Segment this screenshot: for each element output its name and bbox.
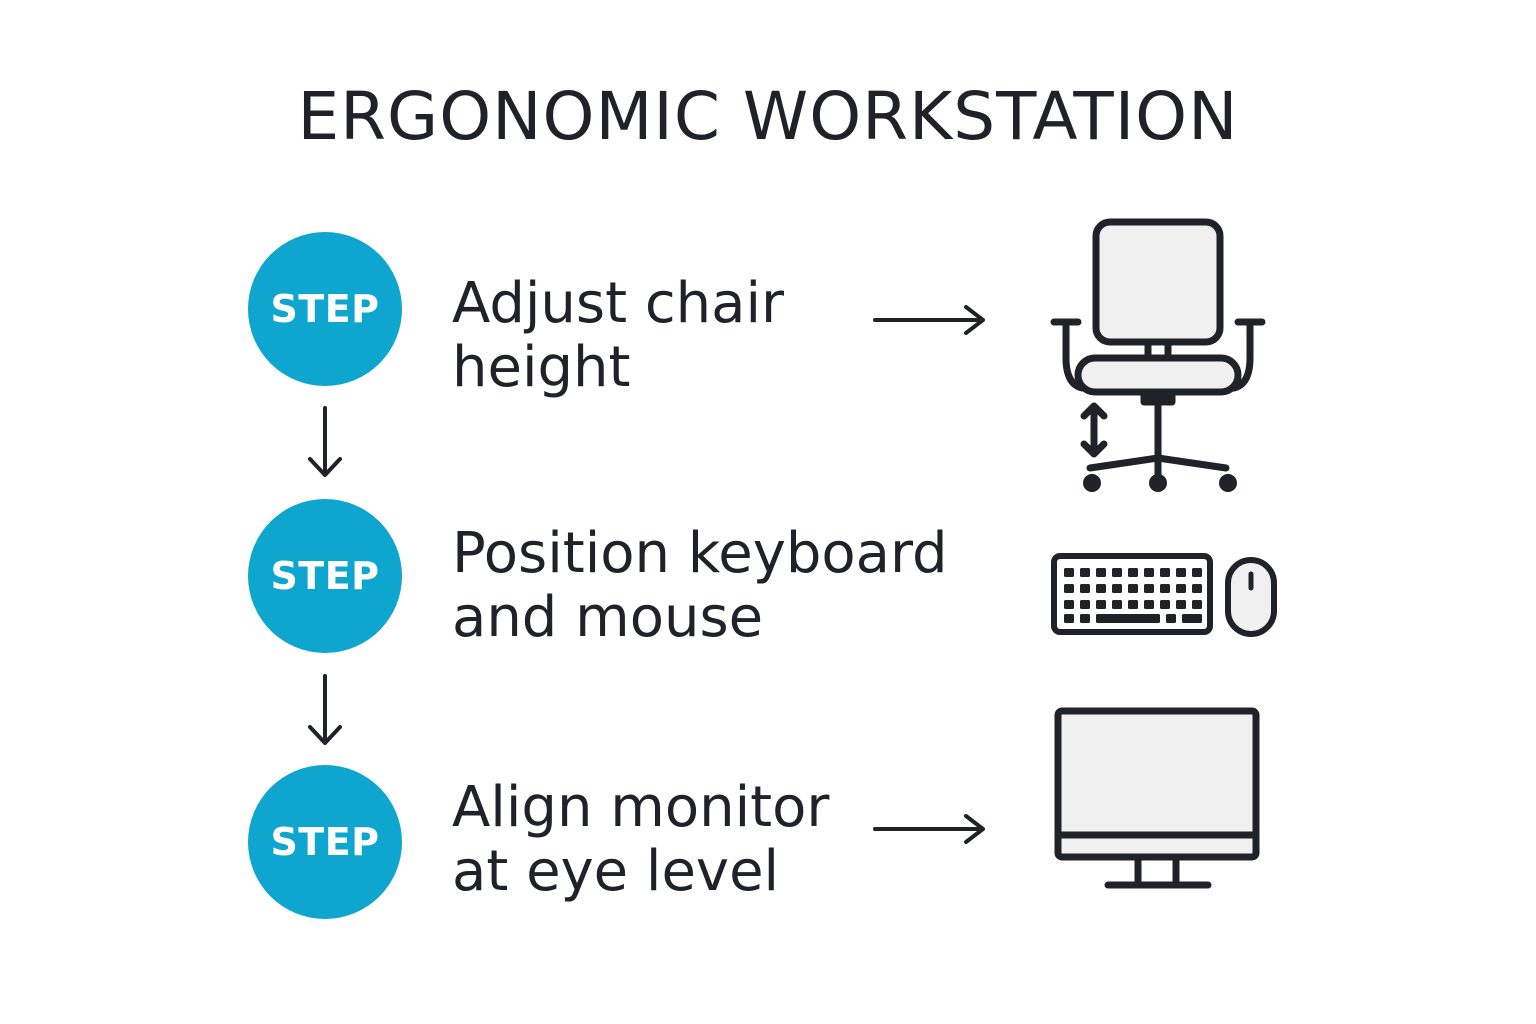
keyboard-key bbox=[1064, 600, 1074, 609]
keyboard-key bbox=[1176, 600, 1186, 609]
keyboard-key bbox=[1064, 584, 1074, 593]
keyboard-key bbox=[1096, 600, 1106, 609]
keyboard-key bbox=[1128, 600, 1138, 609]
keyboard-key bbox=[1080, 568, 1090, 577]
keyboard-key bbox=[1192, 600, 1202, 609]
step-text-2: Position keyboard and mouse bbox=[452, 522, 948, 650]
monitor-icon bbox=[1054, 707, 1260, 889]
keyboard-key bbox=[1144, 584, 1154, 593]
keyboard-key bbox=[1176, 568, 1186, 577]
step-text-1: Adjust chair height bbox=[452, 272, 784, 400]
step-badge-2: STEP bbox=[248, 499, 402, 653]
down-arrow-icon bbox=[308, 406, 342, 477]
keyboard-key bbox=[1160, 584, 1170, 593]
keyboard-key bbox=[1192, 584, 1202, 593]
keyboard-key bbox=[1096, 614, 1160, 623]
keyboard-key bbox=[1182, 614, 1202, 623]
keyboard-key bbox=[1096, 584, 1106, 593]
keyboard-key bbox=[1192, 568, 1202, 577]
keyboard-key bbox=[1080, 584, 1090, 593]
keyboard-key bbox=[1176, 584, 1186, 593]
step-3-line-2: at eye level bbox=[452, 839, 780, 904]
keyboard-key bbox=[1080, 600, 1090, 609]
keyboard-key bbox=[1144, 600, 1154, 609]
step-2-line-2: and mouse bbox=[452, 585, 764, 650]
step-text-3: Align monitor at eye level bbox=[452, 776, 829, 904]
office-chair-icon bbox=[1050, 218, 1266, 492]
keyboard-mouse-icon bbox=[1051, 553, 1277, 637]
keyboard-key bbox=[1096, 568, 1106, 577]
keyboard-key bbox=[1080, 614, 1090, 623]
keyboard-key bbox=[1166, 614, 1176, 623]
keyboard-key bbox=[1160, 600, 1170, 609]
step-badge-1: STEP bbox=[248, 232, 402, 386]
keyboard-key bbox=[1128, 568, 1138, 577]
step-1-line-1: Adjust chair bbox=[452, 271, 785, 336]
right-arrow-icon bbox=[873, 305, 985, 335]
right-arrow-icon bbox=[873, 814, 985, 844]
keyboard-key bbox=[1144, 568, 1154, 577]
down-arrow-icon bbox=[308, 674, 342, 745]
keyboard-key bbox=[1160, 568, 1170, 577]
keyboard-key bbox=[1128, 584, 1138, 593]
keyboard-key bbox=[1112, 568, 1122, 577]
page-title: ERGONOMIC WORKSTATION bbox=[297, 78, 1239, 155]
keyboard-key bbox=[1064, 614, 1074, 623]
keyboard-key bbox=[1112, 584, 1122, 593]
step-2-line-1: Position keyboard bbox=[452, 521, 948, 586]
step-1-line-2: height bbox=[452, 335, 631, 400]
keyboard-key bbox=[1064, 568, 1074, 577]
step-3-line-1: Align monitor bbox=[452, 775, 830, 840]
keyboard-key bbox=[1112, 600, 1122, 609]
step-badge-3: STEP bbox=[248, 765, 402, 919]
